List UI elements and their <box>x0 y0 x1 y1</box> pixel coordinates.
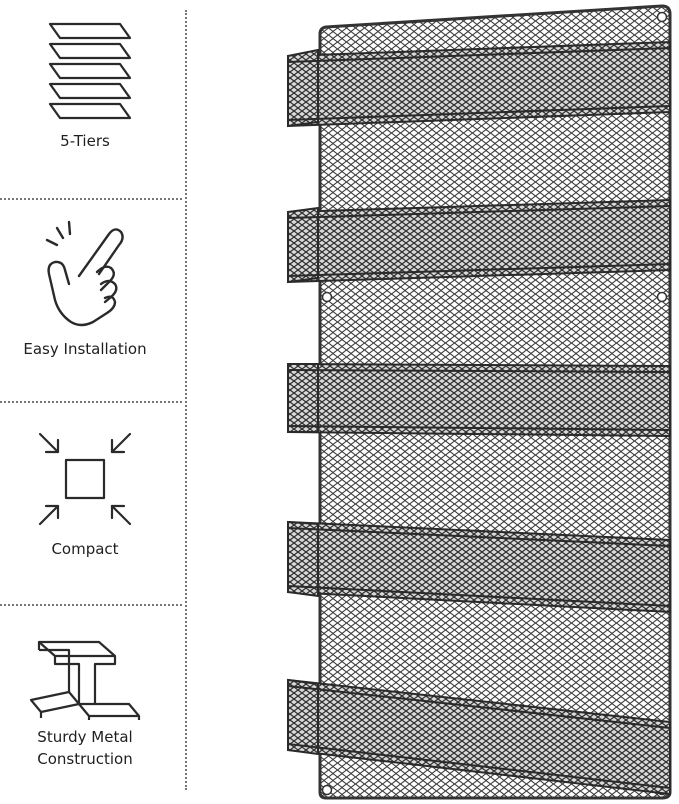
feature-sidebar: 5-Tiers Easy Installation <box>0 0 186 800</box>
shelf-tier-4 <box>287 520 671 614</box>
spice-rack-illustration <box>287 4 672 800</box>
pointing-hand-icon <box>45 220 124 327</box>
shelf-tier-2 <box>287 198 671 284</box>
shelf-tier-3 <box>287 362 671 438</box>
product-image-spice-rack <box>270 0 679 800</box>
shelf-tier-1 <box>287 40 671 128</box>
feature-easy-installation: Easy Installation <box>0 218 170 360</box>
feature-label: Easy Installation <box>23 340 147 358</box>
feature-label: Compact <box>51 540 119 558</box>
feature-label: 5-Tiers <box>60 132 110 150</box>
divider <box>0 604 182 606</box>
stacked-layers-icon <box>48 22 132 120</box>
divider <box>0 401 182 403</box>
divider <box>0 198 182 200</box>
vertical-divider <box>185 10 187 790</box>
feature-sturdy-metal: Sturdy Metal Construction <box>0 630 170 770</box>
shelf-tier-5 <box>287 678 671 796</box>
feature-compact: Compact <box>0 424 170 560</box>
feature-5-tiers: 5-Tiers <box>0 14 170 152</box>
feature-label: Sturdy Metal Construction <box>37 728 133 768</box>
steel-beam-icon <box>29 640 141 720</box>
compact-arrows-icon <box>38 432 132 526</box>
